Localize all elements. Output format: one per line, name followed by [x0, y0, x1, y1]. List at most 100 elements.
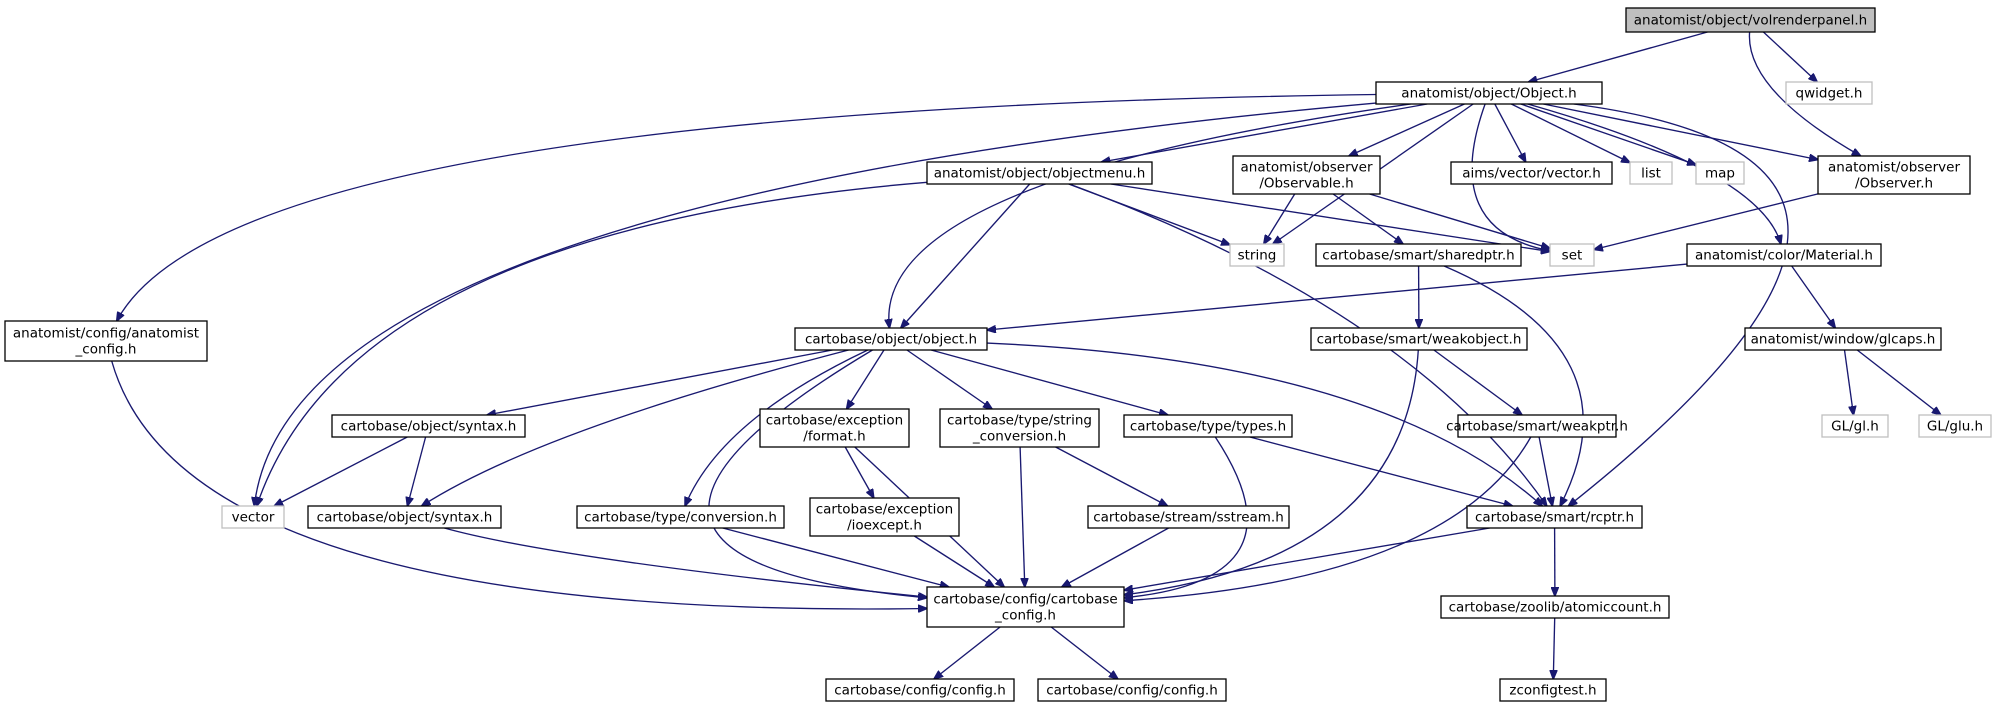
node-sharedptr[interactable]: cartobase/smart/sharedptr.h — [1315, 243, 1522, 267]
edge-arrow — [1748, 31, 1860, 156]
edge-string_conv-to-cb_config — [1019, 446, 1025, 587]
node-exc-format[interactable]: cartobase/exception/format.h — [759, 408, 910, 448]
node-syntax-b[interactable]: cartobase/object/syntax.h — [307, 505, 502, 529]
edge-arrow — [847, 349, 885, 409]
edge-volrenderpanel-to-object_h — [1528, 31, 1708, 82]
node-types[interactable]: cartobase/type/types.h — [1123, 414, 1293, 438]
edge-arrow — [1124, 436, 1532, 601]
edge-arrow — [1050, 626, 1118, 679]
edge-object_h-to-observer — [1543, 103, 1818, 160]
node-label-line: cartobase/stream/sstream.h — [1093, 510, 1284, 526]
node-label-line: GL/glu.h — [1927, 419, 1983, 435]
node-box — [307, 505, 502, 529]
node-string: string — [1229, 243, 1285, 267]
node-cb-config[interactable]: cartobase/config/cartobase_config.h — [926, 586, 1125, 628]
node-box — [1744, 327, 1942, 351]
edge-arrow — [1762, 31, 1817, 82]
node-box — [1315, 243, 1522, 267]
edge-material-to-glcaps — [1791, 265, 1836, 328]
edge-arrow — [1511, 103, 1630, 163]
edge-arrow — [685, 349, 869, 506]
edge-arrow — [1543, 103, 1818, 160]
edge-arrow — [444, 527, 927, 597]
edge-arrow — [987, 263, 1688, 330]
edge-observable-to-sharedptr — [1332, 193, 1403, 244]
node-objectmenu[interactable]: anatomist/object/objectmenu.h — [926, 161, 1153, 185]
node-config-a[interactable]: cartobase/config/config.h — [825, 678, 1015, 702]
node-observer[interactable]: anatomist/observer/Observer.h — [1817, 155, 1971, 195]
node-box — [1549, 243, 1595, 267]
node-label-line: cartobase/type/types.h — [1130, 419, 1286, 435]
node-box — [1499, 678, 1607, 702]
node-material[interactable]: anatomist/color/Material.h — [1686, 243, 1882, 267]
edge-arrow — [1520, 103, 1696, 165]
edge-arrow — [1528, 31, 1708, 82]
node-string-conv[interactable]: cartobase/type/string_conversion.h — [939, 408, 1100, 448]
node-label-line: anatomist/window/glcaps.h — [1751, 332, 1936, 348]
edge-cb_object-to-exc_format — [847, 349, 885, 409]
node-atomiccount[interactable]: cartobase/zoolib/atomiccount.h — [1440, 595, 1670, 619]
node-object-h[interactable]: anatomist/object/Object.h — [1375, 81, 1603, 105]
edge-cb_object-to-types — [930, 349, 1168, 415]
node-glcaps[interactable]: anatomist/window/glcaps.h — [1744, 327, 1942, 351]
node-set: set — [1549, 243, 1595, 267]
edge-exc_format-to-ioexcept — [844, 446, 874, 498]
node-box — [1695, 161, 1745, 185]
node-label-line: GL/gl.h — [1831, 419, 1879, 435]
edge-arrow — [407, 436, 427, 506]
node-rcptr[interactable]: cartobase/smart/rcptr.h — [1466, 505, 1643, 529]
node-syntax-a[interactable]: cartobase/object/syntax.h — [331, 414, 526, 438]
node-weakptr[interactable]: cartobase/smart/weakptr.h — [1446, 414, 1628, 438]
edge-weakptr-to-rcptr — [1538, 436, 1552, 506]
node-aims-vector[interactable]: aims/vector/vector.h — [1450, 161, 1613, 185]
edge-arrow — [1553, 617, 1554, 679]
node-cb-object[interactable]: cartobase/object/object.h — [794, 327, 988, 351]
edge-ioexcept-to-cb_config — [913, 535, 994, 587]
node-box — [1037, 678, 1227, 702]
edge-arrow — [1110, 183, 1550, 252]
node-box — [1785, 81, 1873, 105]
node-sstream[interactable]: cartobase/stream/sstream.h — [1087, 505, 1290, 529]
edge-arrow — [913, 535, 994, 587]
edge-objectmenu-to-vector — [257, 181, 928, 506]
node-box — [1629, 161, 1673, 185]
node-box — [926, 161, 1153, 185]
node-anatomist-config[interactable]: anatomist/config/anatomist_config.h — [4, 320, 208, 362]
edge-observer-to-set — [1594, 193, 1819, 250]
node-conversion[interactable]: cartobase/type/conversion.h — [576, 505, 785, 529]
node-label-line: anatomist/observer — [1828, 160, 1960, 176]
node-label-line: anatomist/object/volrenderpanel.h — [1634, 13, 1867, 29]
node-box — [576, 505, 785, 529]
node-zconfigtest[interactable]: zconfigtest.h — [1499, 678, 1607, 702]
node-label-line: cartobase/object/syntax.h — [341, 419, 517, 435]
edge-sharedptr-to-rcptr — [1443, 265, 1584, 506]
node-box — [1232, 155, 1381, 195]
edge-cb_object-to-conversion — [685, 349, 869, 506]
node-gl: GL/gl.h — [1821, 414, 1889, 438]
edge-arrow — [708, 349, 927, 598]
node-ioexcept[interactable]: cartobase/exception/ioexcept.h — [809, 497, 960, 537]
edge-syntax_a-to-vector — [274, 436, 408, 506]
edge-arrow — [889, 103, 1411, 328]
edge-arrow — [1332, 193, 1403, 244]
node-label-line: vector — [232, 510, 275, 526]
node-box — [1229, 243, 1285, 267]
node-weakobject[interactable]: cartobase/smart/weakobject.h — [1310, 327, 1528, 351]
edge-weakobject-to-cb_config — [1124, 349, 1419, 595]
edge-arrow — [1433, 349, 1522, 415]
node-label-line: cartobase/config/config.h — [1046, 683, 1218, 699]
edge-arrow — [1264, 193, 1296, 244]
node-label-line: string — [1238, 248, 1277, 264]
edge-arrow — [1568, 103, 1789, 506]
node-label-line: set — [1562, 248, 1583, 264]
edge-arrow — [722, 527, 949, 587]
node-config-b[interactable]: cartobase/config/config.h — [1037, 678, 1227, 702]
edge-atomiccount-to-zconfigtest — [1553, 617, 1554, 679]
edge-object_h-to-vector — [254, 102, 1377, 506]
edge-object_h-to-observable — [1349, 103, 1465, 156]
edge-types-to-rcptr — [1249, 436, 1513, 506]
node-volrenderpanel[interactable]: anatomist/object/volrenderpanel.h — [1625, 7, 1876, 33]
node-observable[interactable]: anatomist/observer/Observable.h — [1232, 155, 1381, 195]
edge-syntax_b-to-cb_config — [444, 527, 927, 597]
edge-arrow — [1124, 349, 1419, 595]
